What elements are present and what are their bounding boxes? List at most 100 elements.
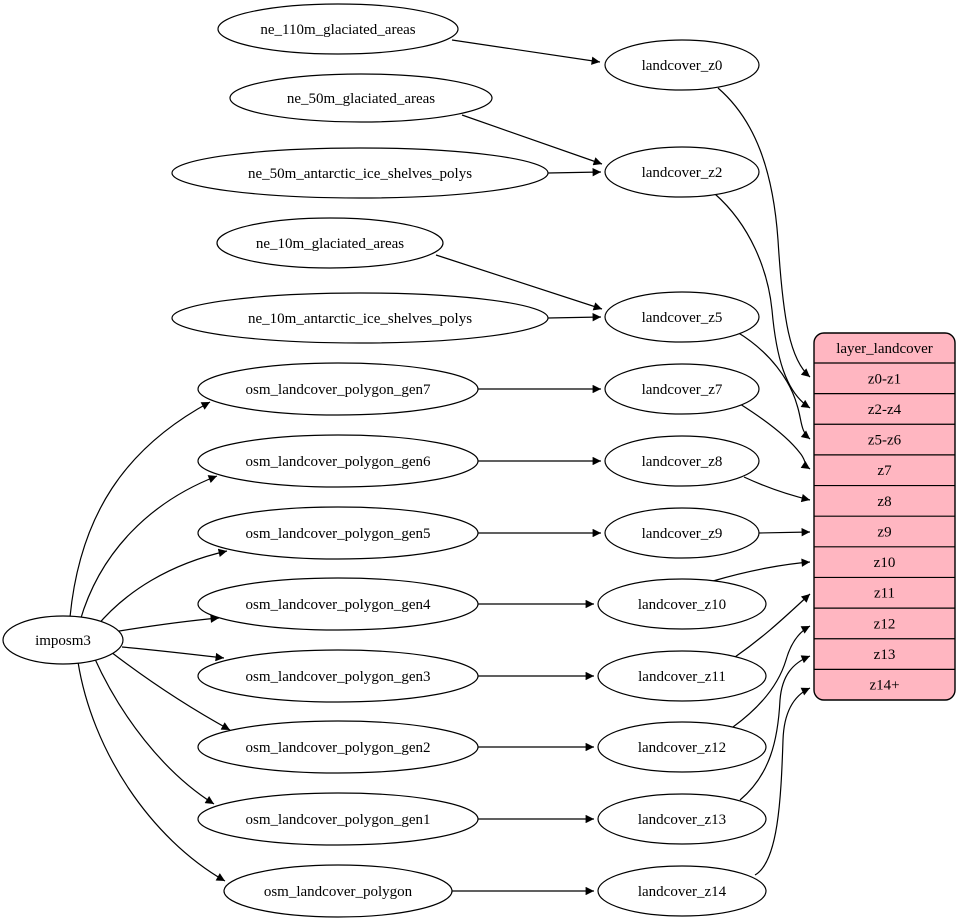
node-label-ne_10m_antarctic_ice_shelves_polys: ne_10m_antarctic_ice_shelves_polys <box>248 311 472 327</box>
record-row-z14+: z14+ <box>869 678 899 694</box>
record-row-z9: z9 <box>877 524 891 540</box>
node-shape-ne_10m_antarctic_ice_shelves_polys <box>171 292 549 344</box>
node-landcover_z0: landcover_z0 <box>604 39 760 91</box>
node-ne_50m_glaciated_areas: ne_50m_glaciated_areas <box>229 73 493 123</box>
node-label-osm_landcover_polygon_gen2: osm_landcover_polygon_gen2 <box>246 740 431 756</box>
node-ne_10m_antarctic_ice_shelves_polys: ne_10m_antarctic_ice_shelves_polys <box>171 292 549 344</box>
node-shape-ne_50m_glaciated_areas <box>229 73 493 123</box>
node-imposm3: imposm3 <box>2 615 124 665</box>
node-label-landcover_z5: landcover_z5 <box>642 310 723 326</box>
record-layer_landcover: layer_landcover z0-z1 z2-z4 z5-z6 z7 z8 z9 z10 z… <box>813 332 956 701</box>
node-shape-landcover_z2 <box>604 146 760 198</box>
record-row-z7: z7 <box>877 463 892 479</box>
node-shape-osm_landcover_polygon <box>223 864 453 918</box>
node-osm_landcover_polygon_gen1: osm_landcover_polygon_gen1 <box>197 792 479 846</box>
node-osm_landcover_polygon_gen6: osm_landcover_polygon_gen6 <box>197 434 479 488</box>
edge-landcover_z2-to-layer_landcover:z2-z4 <box>714 193 811 409</box>
node-landcover_z5: landcover_z5 <box>604 291 760 343</box>
node-label-landcover_z0: landcover_z0 <box>642 58 723 74</box>
node-label-osm_landcover_polygon_gen6: osm_landcover_polygon_gen6 <box>246 454 431 470</box>
node-label-ne_50m_glaciated_areas: ne_50m_glaciated_areas <box>287 91 435 107</box>
node-label-landcover_z9: landcover_z9 <box>642 526 723 542</box>
node-label-ne_50m_antarctic_ice_shelves_polys: ne_50m_antarctic_ice_shelves_polys <box>248 166 472 182</box>
node-ne_10m_glaciated_areas: ne_10m_glaciated_areas <box>216 217 444 269</box>
node-shape-osm_landcover_polygon_gen3 <box>197 649 479 703</box>
edge-ne_50m_antarctic_ice_shelves_polys-to-landcover_z2 <box>547 167 602 177</box>
node-shape-landcover_z13 <box>597 793 767 845</box>
node-label-landcover_z14: landcover_z14 <box>638 884 727 900</box>
record-row-z8: z8 <box>877 494 891 510</box>
edge-landcover_z8-to-layer_landcover:z8 <box>743 476 811 503</box>
edge-imposm3-to-osm_landcover_polygon_gen5 <box>95 548 228 628</box>
node-landcover_z13: landcover_z13 <box>597 793 767 845</box>
node-label-landcover_z12: landcover_z12 <box>638 740 726 756</box>
edge-imposm3-to-osm_landcover_polygon_gen6 <box>79 475 218 622</box>
node-osm_landcover_polygon_gen2: osm_landcover_polygon_gen2 <box>197 720 479 774</box>
record-row-z0-z1: z0-z1 <box>868 371 901 387</box>
nodes-layer: imposm3 ne_110m_glaciated_areas ne_50m_gla… <box>2 3 767 918</box>
node-landcover_z11: landcover_z11 <box>597 650 767 702</box>
edge-landcover_z10-to-layer_landcover:z10 <box>712 558 811 582</box>
edge-landcover_z5-to-layer_landcover:z5-z6 <box>736 331 811 440</box>
node-label-landcover_z2: landcover_z2 <box>642 165 723 181</box>
node-shape-landcover_z8 <box>604 435 760 487</box>
node-shape-osm_landcover_polygon_gen4 <box>197 577 479 631</box>
record-row-z2-z4: z2-z4 <box>868 402 902 418</box>
node-shape-osm_landcover_polygon_gen7 <box>197 362 479 416</box>
node-ne_110m_glaciated_areas: ne_110m_glaciated_areas <box>217 3 459 55</box>
node-shape-landcover_z14 <box>597 865 767 917</box>
node-label-imposm3: imposm3 <box>35 633 91 649</box>
edge-ne_50m_glaciated_areas-to-landcover_z2 <box>461 114 603 166</box>
edge-landcover_z9-to-layer_landcover:z9 <box>758 527 811 537</box>
node-label-osm_landcover_polygon_gen3: osm_landcover_polygon_gen3 <box>246 669 431 685</box>
node-shape-ne_10m_glaciated_areas <box>216 217 444 269</box>
node-shape-landcover_z5 <box>604 291 760 343</box>
node-osm_landcover_polygon_gen5: osm_landcover_polygon_gen5 <box>197 506 479 560</box>
node-landcover_z12: landcover_z12 <box>597 721 767 773</box>
node-label-osm_landcover_polygon_gen1: osm_landcover_polygon_gen1 <box>246 812 431 828</box>
node-label-landcover_z11: landcover_z11 <box>638 669 726 685</box>
record-row-z13: z13 <box>874 647 896 663</box>
node-label-landcover_z7: landcover_z7 <box>642 382 723 398</box>
record-title-layer_landcover: layer_landcover <box>836 341 933 357</box>
node-label-osm_landcover_polygon_gen7: osm_landcover_polygon_gen7 <box>246 382 431 398</box>
edge-landcover_z7-to-layer_landcover:z7 <box>739 403 811 470</box>
node-shape-imposm3 <box>2 615 124 665</box>
node-label-ne_10m_glaciated_areas: ne_10m_glaciated_areas <box>256 236 404 252</box>
node-label-osm_landcover_polygon: osm_landcover_polygon <box>264 884 413 900</box>
edge-ne_10m_glaciated_areas-to-landcover_z5 <box>435 254 603 311</box>
node-shape-landcover_z12 <box>597 721 767 773</box>
edge-imposm3-to-osm_landcover_polygon_gen1 <box>93 656 215 805</box>
node-shape-landcover_z9 <box>604 507 760 559</box>
record-row-z10: z10 <box>874 555 896 571</box>
node-landcover_z7: landcover_z7 <box>604 363 760 415</box>
node-shape-osm_landcover_polygon_gen2 <box>197 720 479 774</box>
node-shape-ne_110m_glaciated_areas <box>217 3 459 55</box>
node-shape-ne_50m_antarctic_ice_shelves_polys <box>171 147 549 199</box>
edge-landcover_z13-to-layer_landcover:z13 <box>739 655 811 801</box>
edge-imposm3-to-osm_landcover_polygon_gen7 <box>69 401 211 618</box>
node-label-ne_110m_glaciated_areas: ne_110m_glaciated_areas <box>260 22 415 38</box>
node-shape-osm_landcover_polygon_gen6 <box>197 434 479 488</box>
node-osm_landcover_polygon_gen7: osm_landcover_polygon_gen7 <box>197 362 479 416</box>
record-row-z5-z6: z5-z6 <box>868 433 902 449</box>
node-shape-landcover_z11 <box>597 650 767 702</box>
edge-ne_10m_antarctic_ice_shelves_polys-to-landcover_z5 <box>547 312 602 322</box>
node-shape-landcover_z0 <box>604 39 760 91</box>
edge-imposm3-to-osm_landcover_polygon_gen3 <box>121 646 225 662</box>
edge-landcover_z14-to-layer_landcover:z14+ <box>754 687 811 876</box>
node-shape-osm_landcover_polygon_gen1 <box>197 792 479 846</box>
node-landcover_z8: landcover_z8 <box>604 435 760 487</box>
record-layer: layer_landcover z0-z1 z2-z4 z5-z6 z7 z8 z9 z10 z… <box>813 332 956 701</box>
node-label-landcover_z13: landcover_z13 <box>638 812 726 828</box>
edge-ne_110m_glaciated_areas-to-landcover_z0 <box>451 39 601 65</box>
node-osm_landcover_polygon_gen3: osm_landcover_polygon_gen3 <box>197 649 479 703</box>
node-shape-landcover_z7 <box>604 363 760 415</box>
node-osm_landcover_polygon_gen4: osm_landcover_polygon_gen4 <box>197 577 479 631</box>
node-shape-osm_landcover_polygon_gen5 <box>197 506 479 560</box>
node-label-landcover_z10: landcover_z10 <box>638 597 726 613</box>
edge-landcover_z11-to-layer_landcover:z11 <box>734 593 811 658</box>
node-label-osm_landcover_polygon_gen4: osm_landcover_polygon_gen4 <box>246 597 431 613</box>
